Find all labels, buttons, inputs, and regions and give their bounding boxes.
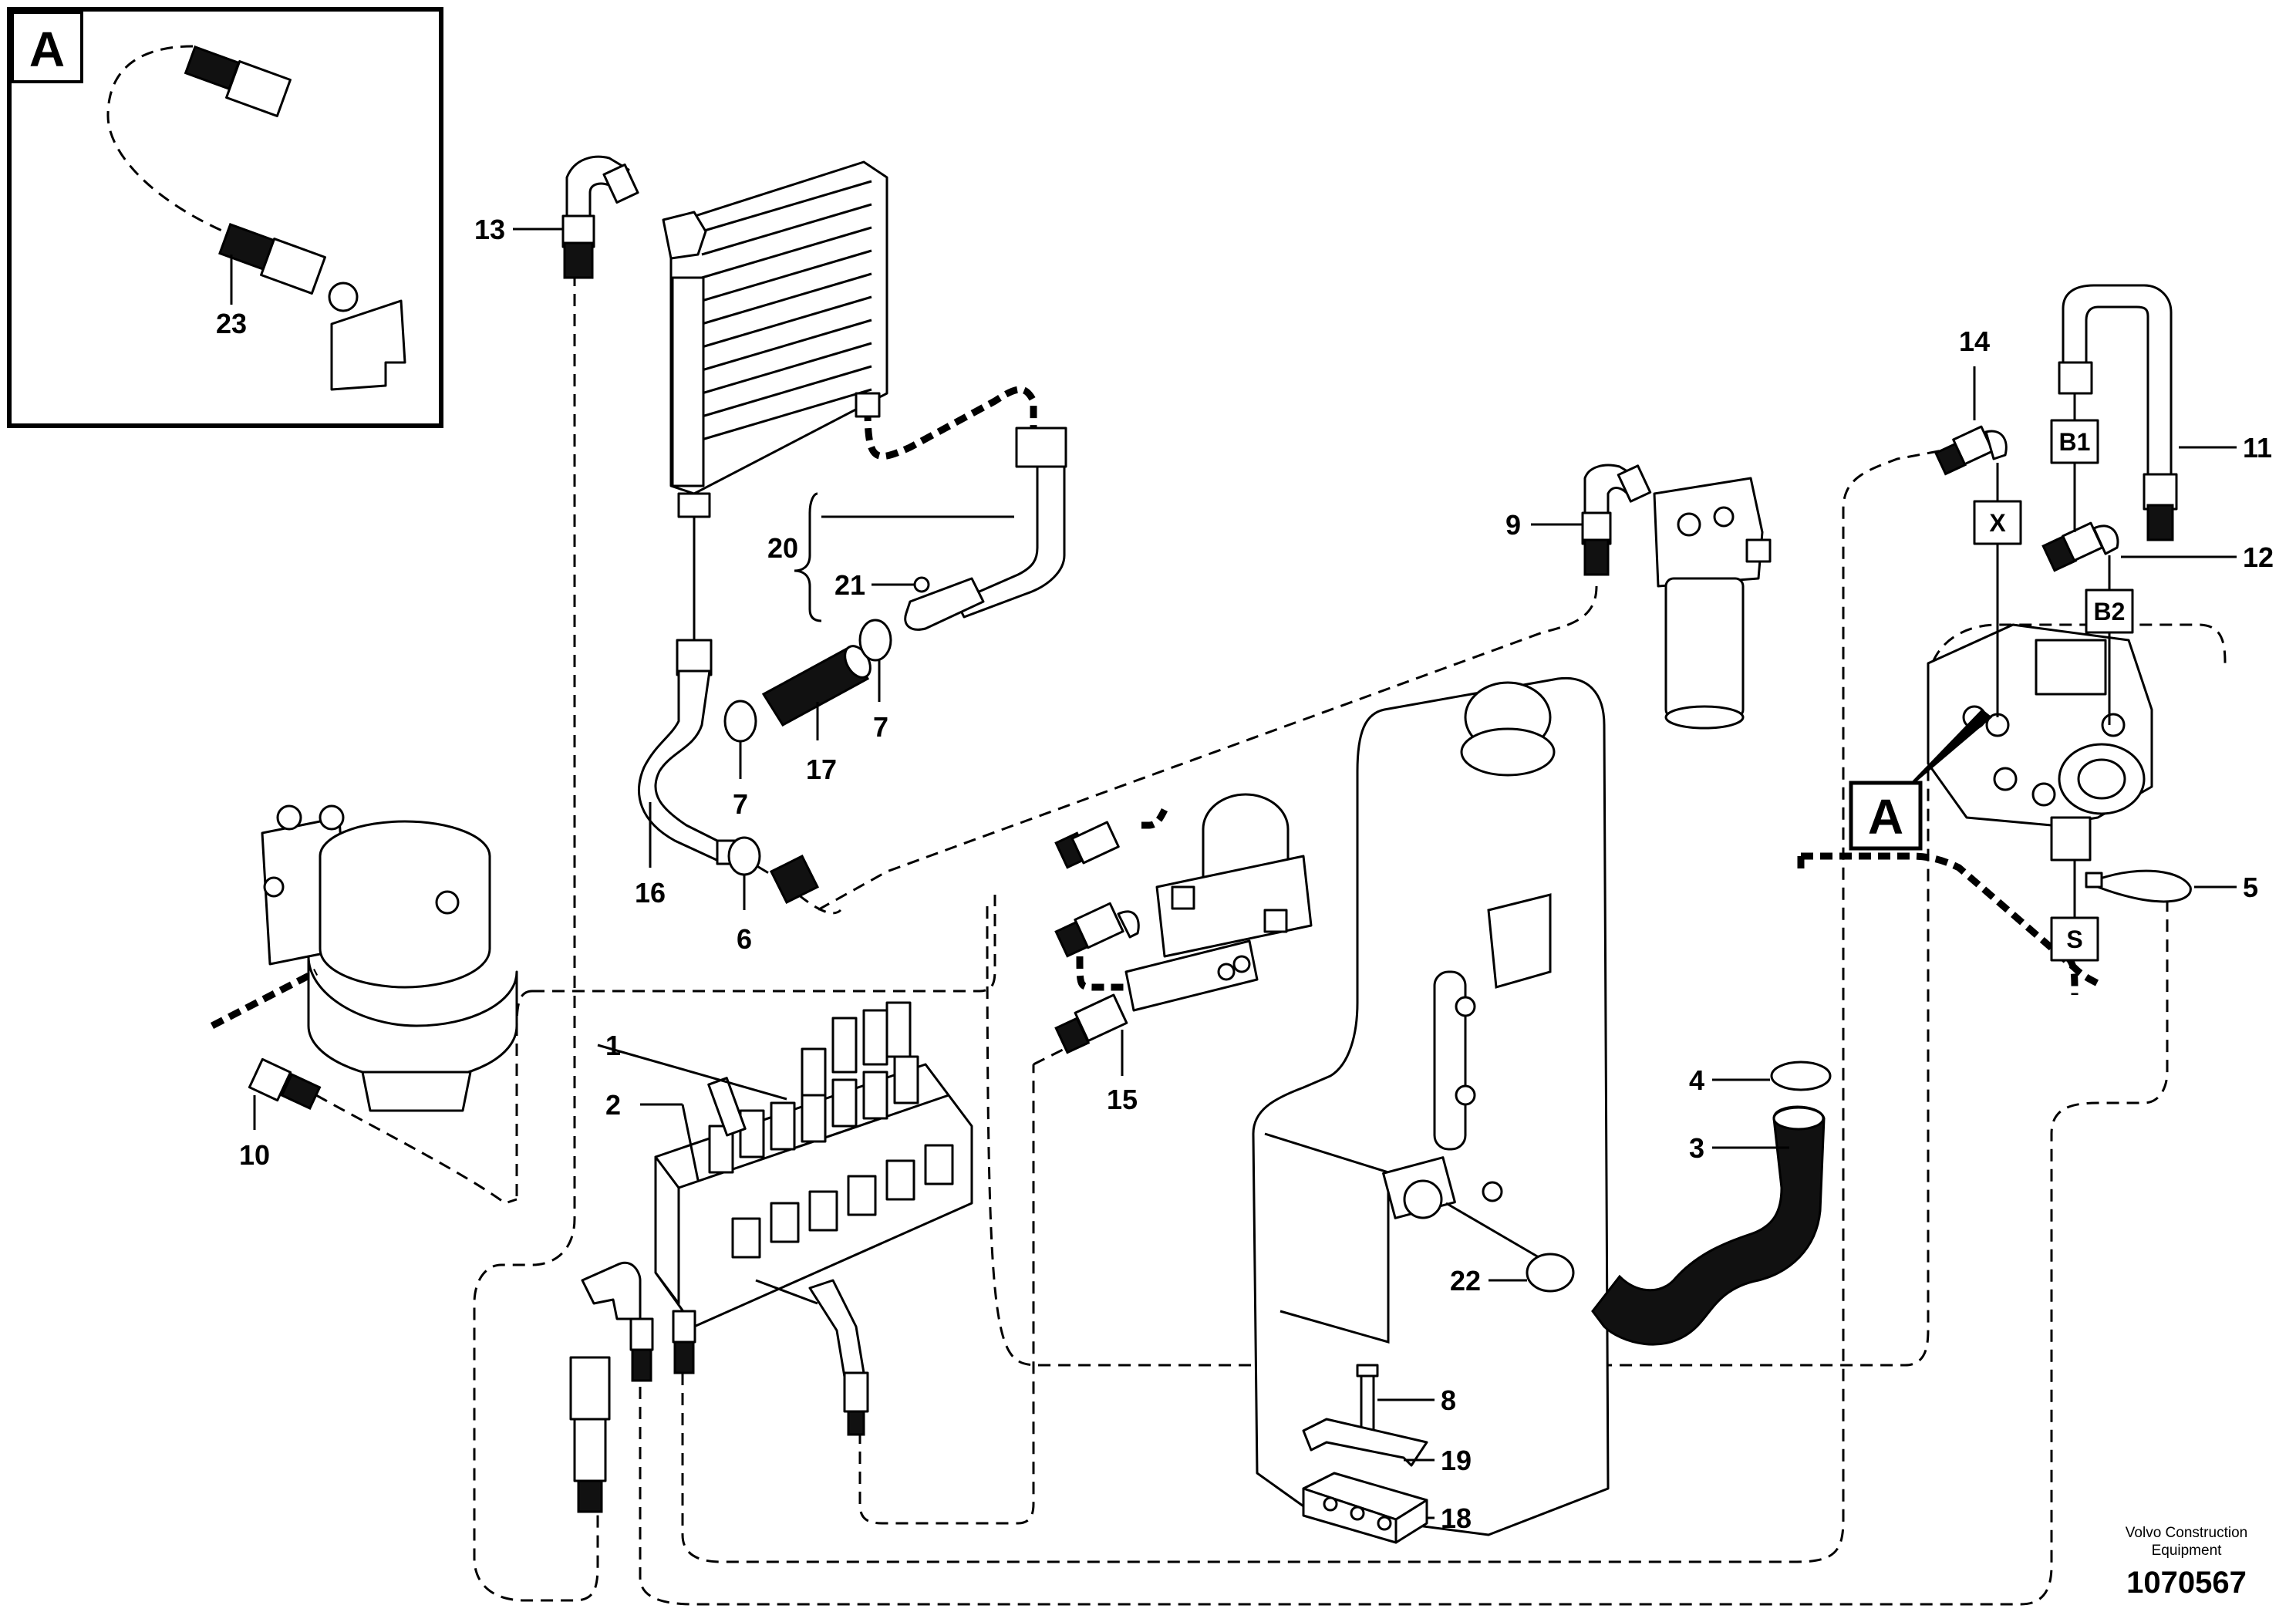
company-name: Volvo Construction — [2126, 1525, 2247, 1541]
callout-10: 10 — [239, 1139, 270, 1171]
fitting-middle-pilot — [1054, 902, 1140, 958]
clamp-4: 4 — [1689, 1061, 1832, 1096]
callout-7-left: 7 — [733, 788, 748, 820]
bracket-19: 19 — [1302, 1418, 1472, 1476]
callout-19: 19 — [1441, 1445, 1472, 1476]
swing-motor — [261, 804, 518, 1112]
return-filter — [1653, 477, 1772, 730]
pilot-valve-block — [1124, 793, 1313, 1012]
connection-point-x: X — [1973, 463, 2022, 717]
valve-spools — [708, 1001, 954, 1259]
pipe-assembly-20: 20 21 — [767, 427, 1067, 631]
callout-17: 17 — [806, 754, 837, 785]
tank-outlet-fitting — [1382, 1156, 1456, 1219]
pipe-16: 16 — [635, 639, 742, 909]
company-name-line2: Equipment — [2152, 1543, 2223, 1559]
oil-cooler — [662, 160, 888, 640]
view-reference-a: A — [1849, 709, 1993, 851]
elbow-fitting-9: 9 — [1505, 464, 1652, 576]
clamp-7-right: 7 — [858, 619, 892, 743]
svg-text:A: A — [1868, 789, 1903, 845]
connection-point-b1: B1 — [2050, 393, 2099, 532]
detail-lower-fitting — [218, 223, 406, 391]
clamp-7-left: 7 — [723, 700, 757, 820]
callout-9: 9 — [1505, 509, 1521, 541]
fitting-14: 14 — [1934, 325, 2008, 476]
connection-point-s: S — [2050, 860, 2099, 962]
callout-7-right: 7 — [873, 711, 888, 743]
callout-22: 22 — [1450, 1265, 1481, 1297]
svg-text:X: X — [1989, 509, 2006, 537]
callout-2: 2 — [605, 1089, 621, 1121]
callout-18: 18 — [1441, 1502, 1472, 1534]
callout-13: 13 — [474, 214, 505, 245]
callout-11: 11 — [2243, 432, 2272, 464]
cooler-fins — [701, 180, 872, 441]
fitting-upper-pilot — [1054, 821, 1120, 869]
detail-view-a: A 23 — [7, 7, 443, 428]
svg-text:S: S — [2066, 926, 2082, 953]
callout-4: 4 — [1689, 1064, 1704, 1096]
elbow-fitting-13: 13 — [474, 155, 639, 279]
control-valve — [569, 1001, 973, 1513]
callout-5: 5 — [2243, 872, 2258, 903]
callout-6: 6 — [737, 923, 752, 955]
fitting-15: 15 — [1054, 993, 1138, 1115]
detail-upper-fitting — [184, 45, 292, 117]
hose-17: 17 — [761, 645, 872, 785]
clamp-6: 6 — [727, 836, 820, 955]
callout-1: 1 — [605, 1030, 621, 1061]
callout-16: 16 — [635, 877, 666, 909]
callout-20: 20 — [767, 532, 798, 564]
callout-23: 23 — [216, 308, 247, 339]
block-18: 18 — [1302, 1472, 1472, 1544]
callout-12: 12 — [2243, 541, 2274, 573]
fitting-10: 10 — [239, 1057, 322, 1171]
callout-15: 15 — [1107, 1084, 1138, 1115]
cable-tie-5: 5 — [2085, 869, 2258, 903]
callout-14: 14 — [1959, 325, 1990, 357]
svg-text:B1: B1 — [2059, 428, 2091, 456]
bolt-8: 8 — [1356, 1364, 1456, 1431]
heavy-hoses — [210, 386, 2100, 1029]
clamp-22: 22 — [1445, 1202, 1575, 1297]
callout-3: 3 — [1689, 1132, 1704, 1164]
document-number: 1070567 — [2126, 1566, 2247, 1600]
svg-text:B2: B2 — [2094, 598, 2126, 626]
callout-8: 8 — [1441, 1384, 1456, 1416]
hydraulic-pump — [1927, 623, 2153, 862]
connection-point-b2: B2 — [2085, 555, 2134, 725]
footer: Volvo Construction Equipment 1070567 — [2126, 1525, 2247, 1600]
callout-21: 21 — [834, 569, 865, 601]
suction-hose-3: 3 — [1591, 1105, 1826, 1346]
detail-view-label: A — [29, 22, 65, 77]
hydraulic-tank — [1252, 676, 1610, 1536]
hose-11: 11 — [2058, 284, 2272, 541]
fitting-12: 12 — [2041, 521, 2274, 573]
